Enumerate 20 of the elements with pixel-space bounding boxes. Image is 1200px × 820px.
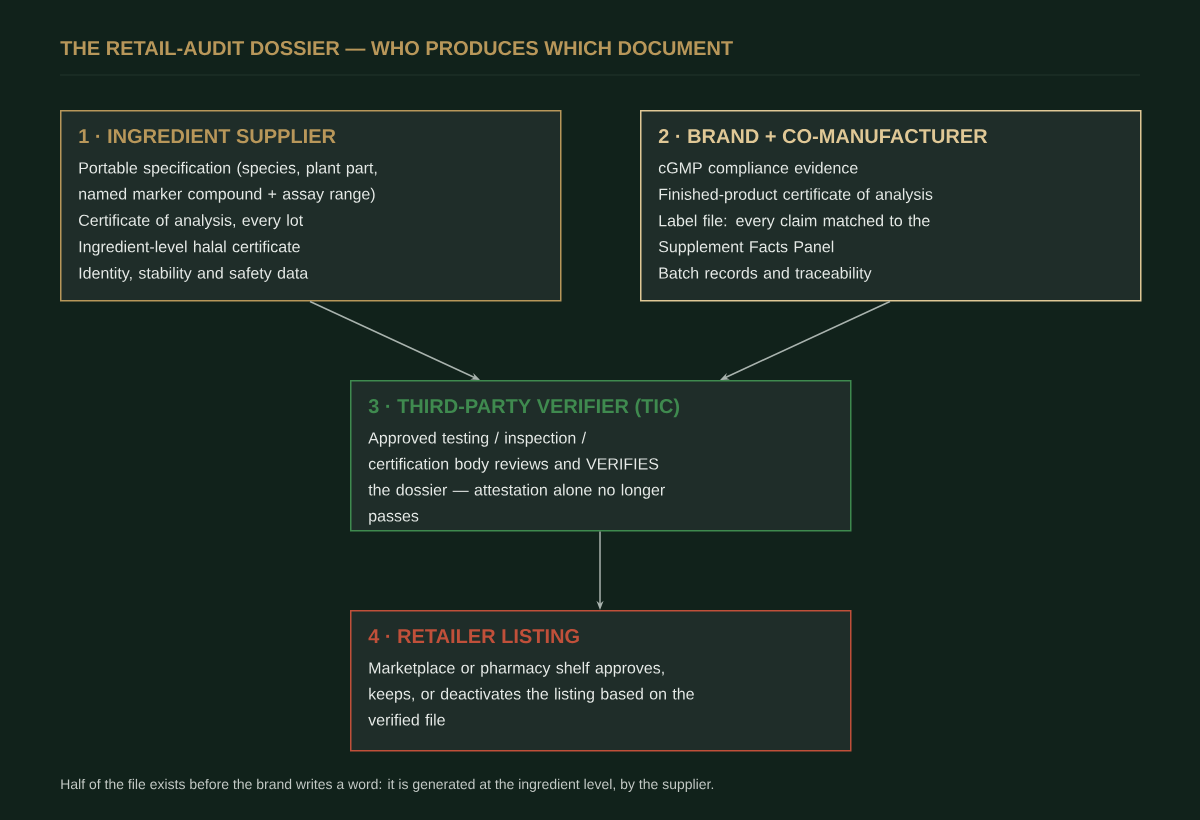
body-text: Certificate of analysis, every lot (79, 214, 304, 230)
body-text: Ingredient-level halal certificate (79, 240, 300, 256)
body-text: Marketplace or pharmacy shelf approves, keeps, or deactivates the listing based on the verified file (368, 661, 694, 726)
role-box (640, 110, 1142, 302)
body-text: Approved testing / inspection / certification body reviews and VERIFIES the dossier — attestation alone no longer passes (368, 431, 665, 525)
title: THE RETAIL-AUDIT DOSSIER — WHO PRODUCES WHICH DOCUMENT (60, 41, 733, 56)
role-box (350, 380, 852, 532)
body-text: Finished-product certificate of analysis (659, 188, 933, 204)
heading: 4 · RETAILER LISTING (368, 629, 579, 644)
heading: 2 · BRAND + CO-MANUFACTURER (658, 129, 988, 144)
caption: Half of the file exists before the brand writes a word: it is generated at the ingredient level, by the supplier. (61, 778, 714, 792)
body-text: Identity, stability and safety data (79, 267, 309, 282)
body-text: cGMP compliance evidence (658, 161, 858, 177)
body-text: Batch records and traceability (659, 267, 872, 282)
body-text: Portable specification (species, plant part, named marker compound + assay range) (79, 161, 377, 203)
heading: 3 · THIRD-PARTY VERIFIER (TIC) (368, 398, 680, 418)
role-box (350, 610, 852, 752)
heading: 1 · INGREDIENT SUPPLIER (79, 129, 336, 144)
role-box (60, 110, 562, 302)
body-text: Label file: every claim matched to the Supplement Facts Panel (658, 214, 930, 256)
